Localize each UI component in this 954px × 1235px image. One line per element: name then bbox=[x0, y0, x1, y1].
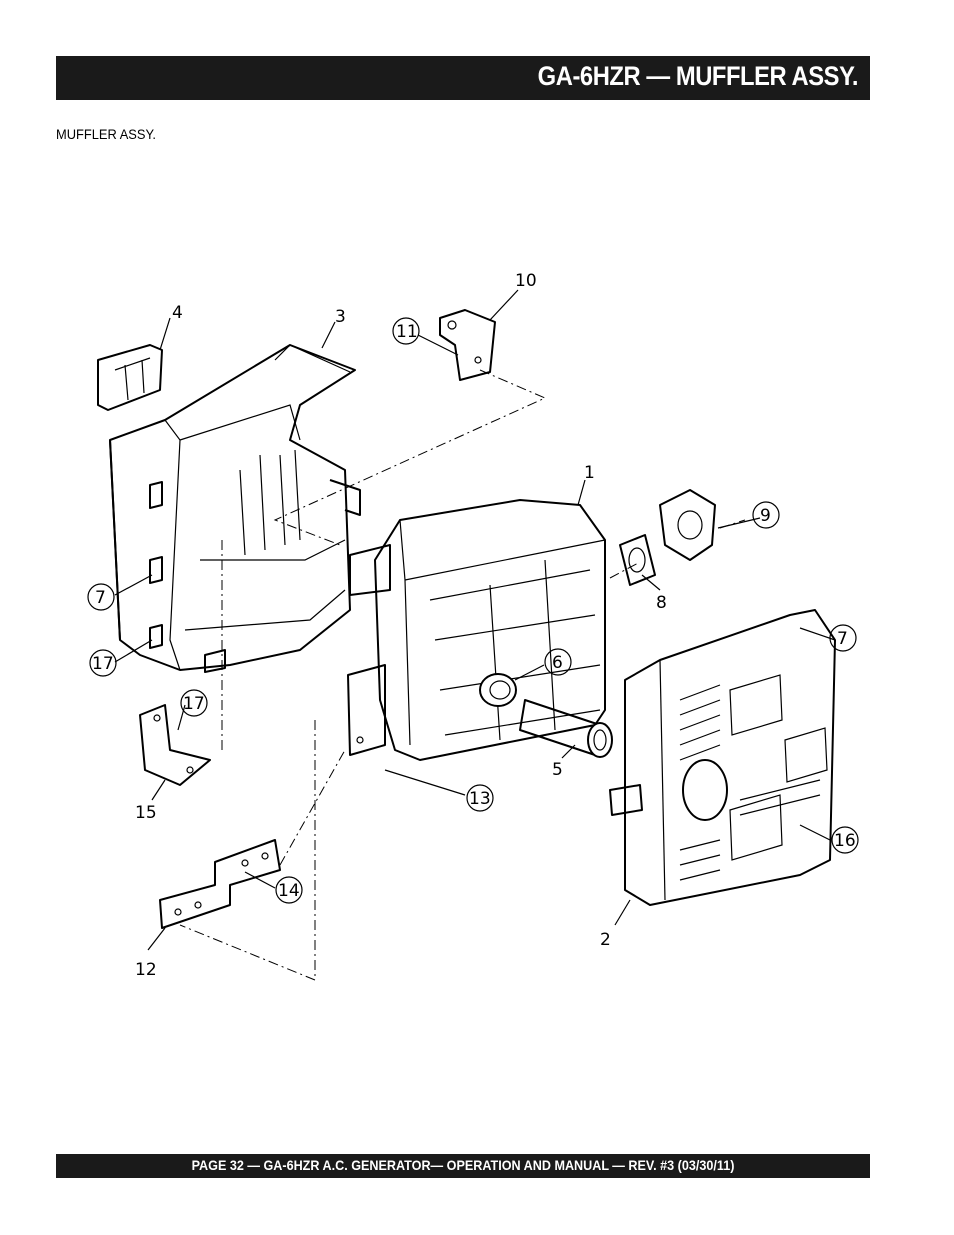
part-5-tail-pipe bbox=[519, 699, 613, 758]
callout-11-circle bbox=[392, 317, 420, 345]
part-8-gasket bbox=[619, 534, 656, 586]
callout-14-circle bbox=[275, 876, 303, 904]
page-header-bar: GA-6HZR — MUFFLER ASSY. bbox=[56, 56, 870, 100]
callout-7b: 7 bbox=[837, 629, 848, 649]
callout-17a: 17 bbox=[92, 654, 114, 674]
callout-6: 6 bbox=[552, 653, 563, 673]
callout-labels: 4 3 10 11 1 9 8 6 5 7 17 17 15 13 7 16 2… bbox=[87, 271, 859, 980]
part-10-bracket bbox=[439, 309, 496, 381]
page-title: GA-6HZR — MUFFLER ASSY. bbox=[537, 61, 859, 91]
part-4-bracket-plate bbox=[97, 344, 163, 411]
callout-13-circle bbox=[466, 784, 494, 812]
callout-2: 2 bbox=[600, 930, 611, 950]
callout-10: 10 bbox=[515, 271, 537, 291]
callout-17a-circle bbox=[89, 649, 117, 677]
callout-16-circle bbox=[831, 826, 859, 854]
part-2-protector bbox=[609, 609, 836, 906]
callout-9: 9 bbox=[760, 506, 771, 526]
muffler-assembly-diagram: 4 3 10 11 1 9 8 6 5 7 17 17 15 13 7 16 2… bbox=[87, 271, 859, 981]
page-footer-bar: PAGE 32 — GA-6HZR A.C. GENERATOR— OPERAT… bbox=[56, 1154, 870, 1178]
callout-15: 15 bbox=[135, 803, 157, 823]
callout-1: 1 bbox=[584, 463, 595, 483]
callout-4: 4 bbox=[172, 303, 183, 323]
callout-6-circle bbox=[544, 648, 572, 676]
part-1-muffler bbox=[347, 499, 606, 761]
callout-9-circle bbox=[752, 501, 780, 529]
callout-8: 8 bbox=[656, 593, 667, 613]
callout-16: 16 bbox=[834, 831, 856, 851]
leader-lines bbox=[114, 289, 836, 951]
callout-5: 5 bbox=[552, 760, 563, 780]
callout-13: 13 bbox=[469, 789, 491, 809]
part-15-bracket bbox=[139, 704, 211, 786]
page-footer-text: PAGE 32 — GA-6HZR A.C. GENERATOR— OPERAT… bbox=[191, 1157, 735, 1173]
callout-17b-circle bbox=[180, 689, 208, 717]
callout-14: 14 bbox=[278, 881, 300, 901]
callout-11: 11 bbox=[396, 322, 418, 342]
callout-17b: 17 bbox=[183, 694, 205, 714]
callout-7b-circle bbox=[829, 624, 857, 652]
part-12-stay bbox=[159, 839, 281, 929]
callout-12: 12 bbox=[135, 960, 157, 980]
part-9-flange bbox=[659, 489, 716, 561]
callout-3: 3 bbox=[335, 307, 346, 327]
callout-7a: 7 bbox=[95, 588, 106, 608]
section-label: MUFFLER ASSY. bbox=[56, 126, 156, 142]
callout-7a-circle bbox=[87, 583, 115, 611]
